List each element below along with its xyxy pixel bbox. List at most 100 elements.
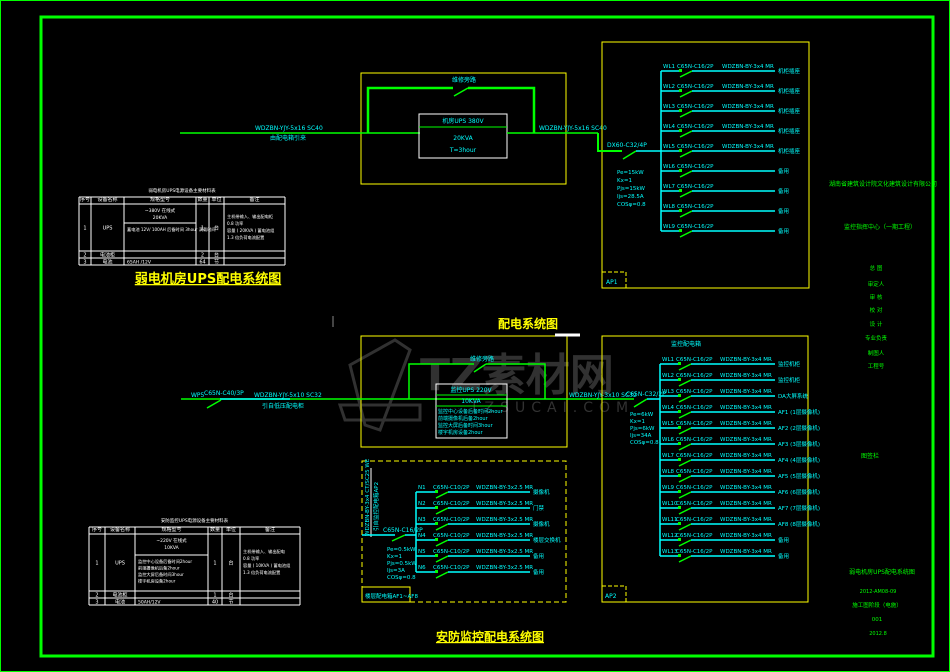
circuit-load: DA大屏系统 [778,392,808,400]
param-line: COSφ=0.8 [617,202,646,208]
circuit-load: AF7 (7层摄像机) [778,504,820,512]
ups-room-title: 弱电机房UPS配电系统图 [135,271,281,287]
breaker-switch-icon [435,523,449,531]
cell-qty: 1 [201,226,204,232]
breaker-switch-icon [679,130,693,138]
breaker-contact-icon [679,89,682,92]
param-line: Pjs=6kW [630,426,655,432]
incoming-note: 由配电箱引来 [270,134,306,142]
bypass-label: 维修旁路 [452,76,476,84]
circuit-load: AF2 (2层摄像机) [778,424,820,432]
circuit-load: 监控机柜 [778,376,801,384]
circuit-breaker: C65N-C16/2P [677,224,714,230]
table-caption: 弱电机房UPS电源设备主要材料表 [148,187,216,194]
circuit-id: WL9 [662,485,675,491]
breaker-switch-icon [435,555,449,563]
table-header: 规格型号 [161,526,181,533]
circuit-load: 备用 [778,227,789,235]
circuit-cable: WDZBN-BY-3x4 MR [720,421,772,427]
cell-no: 2 [83,253,86,259]
circuit-breaker: C65N-C10/2P [433,533,470,539]
circuit-breaker: C65N-C10/2P [433,565,470,571]
table-header: 设备名称 [110,526,130,533]
circuit-cable: WDZBN-BY-3x4 MR [720,405,772,411]
circuit-load: 备用 [778,207,789,215]
circuit-load: AF4 (4层摄像机) [778,456,820,464]
circuit-id: WL9 [663,224,676,230]
cell-no: 3 [83,260,86,266]
breaker-switch-icon [678,539,692,547]
circuit-breaker: C65N-C16/2P [676,389,713,395]
circuit-id: WL10 [662,501,678,507]
circuit-cable: WDZBN-BY-3x4 MR [720,373,772,379]
cell-spec: 监控大屏后备时间3hour [138,571,184,578]
circuit-load: 机柜插座 [778,87,801,95]
table-header: 规格型号 [150,196,170,203]
mid-ups-enclosure-box [360,335,568,448]
breaker-switch-icon [679,230,693,238]
table-header: 单位 [226,526,236,533]
circuit-id: N2 [418,501,426,507]
circuit-load: AF8 (8层摄像机) [778,520,820,528]
circuit-id: N4 [418,533,426,539]
breaker-contact-icon [678,426,681,429]
circuit-cable: WDZBN-BY-3x2.5 MR [476,549,533,555]
circuit-load: 备用 [778,552,789,560]
cell-spec: ~380V 在线式 [145,207,176,214]
circuit-breaker: C65N-C10/2P [433,517,470,523]
mid-ups-capacity: 10KVA [461,398,481,405]
title-field: 审 核 [870,293,883,301]
ups-capacity: 20KVA [453,135,473,142]
circuit-load: 备用 [778,536,789,544]
circuit-breaker: C65N-C16/2P [676,357,713,363]
table-header: 序号 [80,196,90,203]
circuit-id: WL8 [663,204,676,210]
cell-spec: 20KVA [153,215,168,221]
cell-note: 容量 ( 20KVA ) 蓄电池组 [227,227,274,234]
title-field: 校 对 [870,306,883,314]
circuit-id: WL6 [663,164,676,170]
riser-note: 引自监控配电箱AP2 [372,482,380,531]
circuit-breaker: C65N-C16/2P [677,104,714,110]
circuit-breaker: C65N-C16/2P [677,124,714,130]
circuit-load: AF6 (6层摄像机) [778,488,820,496]
cell-name: 电池柜 [100,252,115,259]
param-line: Pjs=15kW [617,186,646,192]
circuit-cable: WDZBN-BY-3x2.5 MR [476,501,533,507]
security-title: 安防监控配电系统图 [436,629,544,644]
circuit-breaker: C65N-C16/2P [676,453,713,459]
mid-bypass-left [408,363,474,399]
circuit-id: WL5 [663,144,676,150]
cell-unit: 台 [228,560,233,567]
cell-note: 主机带输入、输出配电 [243,548,286,555]
cell-spec: 楼宇机房设备2hour [138,578,176,585]
cell-unit: 台 [214,252,219,259]
circuit-cable: WDZBN-BY-3x4 MR [720,533,772,539]
breaker-contact-icon [679,129,682,132]
circuit-load: 楼层交换机 [533,536,561,544]
circuit-id: WL1 [662,357,674,363]
circuit-cable: WDZBN-BY-3x2.5 MR [476,485,533,491]
cell-name: 电池柜 [112,592,127,599]
cell-spec: 前端摄像机后备2hour [138,565,180,572]
stamp-label: 图签栏 [861,452,879,460]
circuit-id: WL3 [663,104,676,110]
circuit-id: N6 [418,565,426,571]
circuit-breaker: C65N-C16/2P [676,533,713,539]
circuit-id: WL6 [662,437,675,443]
breaker-switch-icon [678,363,692,371]
cell-spec: ~220V 在线式 [156,537,187,544]
circuit-load: 门禁 [533,504,545,512]
circuit-cable: WDZBN-BY-3x2.5 MR [476,565,533,571]
cell-qty: 40 [212,600,218,606]
cell-name: 电池 [115,599,125,606]
breaker-contact-icon [679,189,682,192]
title-block: 湖南省建筑设计院文化建筑设计有限公司 监控指挥中心（一期工程） 总 图审定人审 … [829,180,937,637]
